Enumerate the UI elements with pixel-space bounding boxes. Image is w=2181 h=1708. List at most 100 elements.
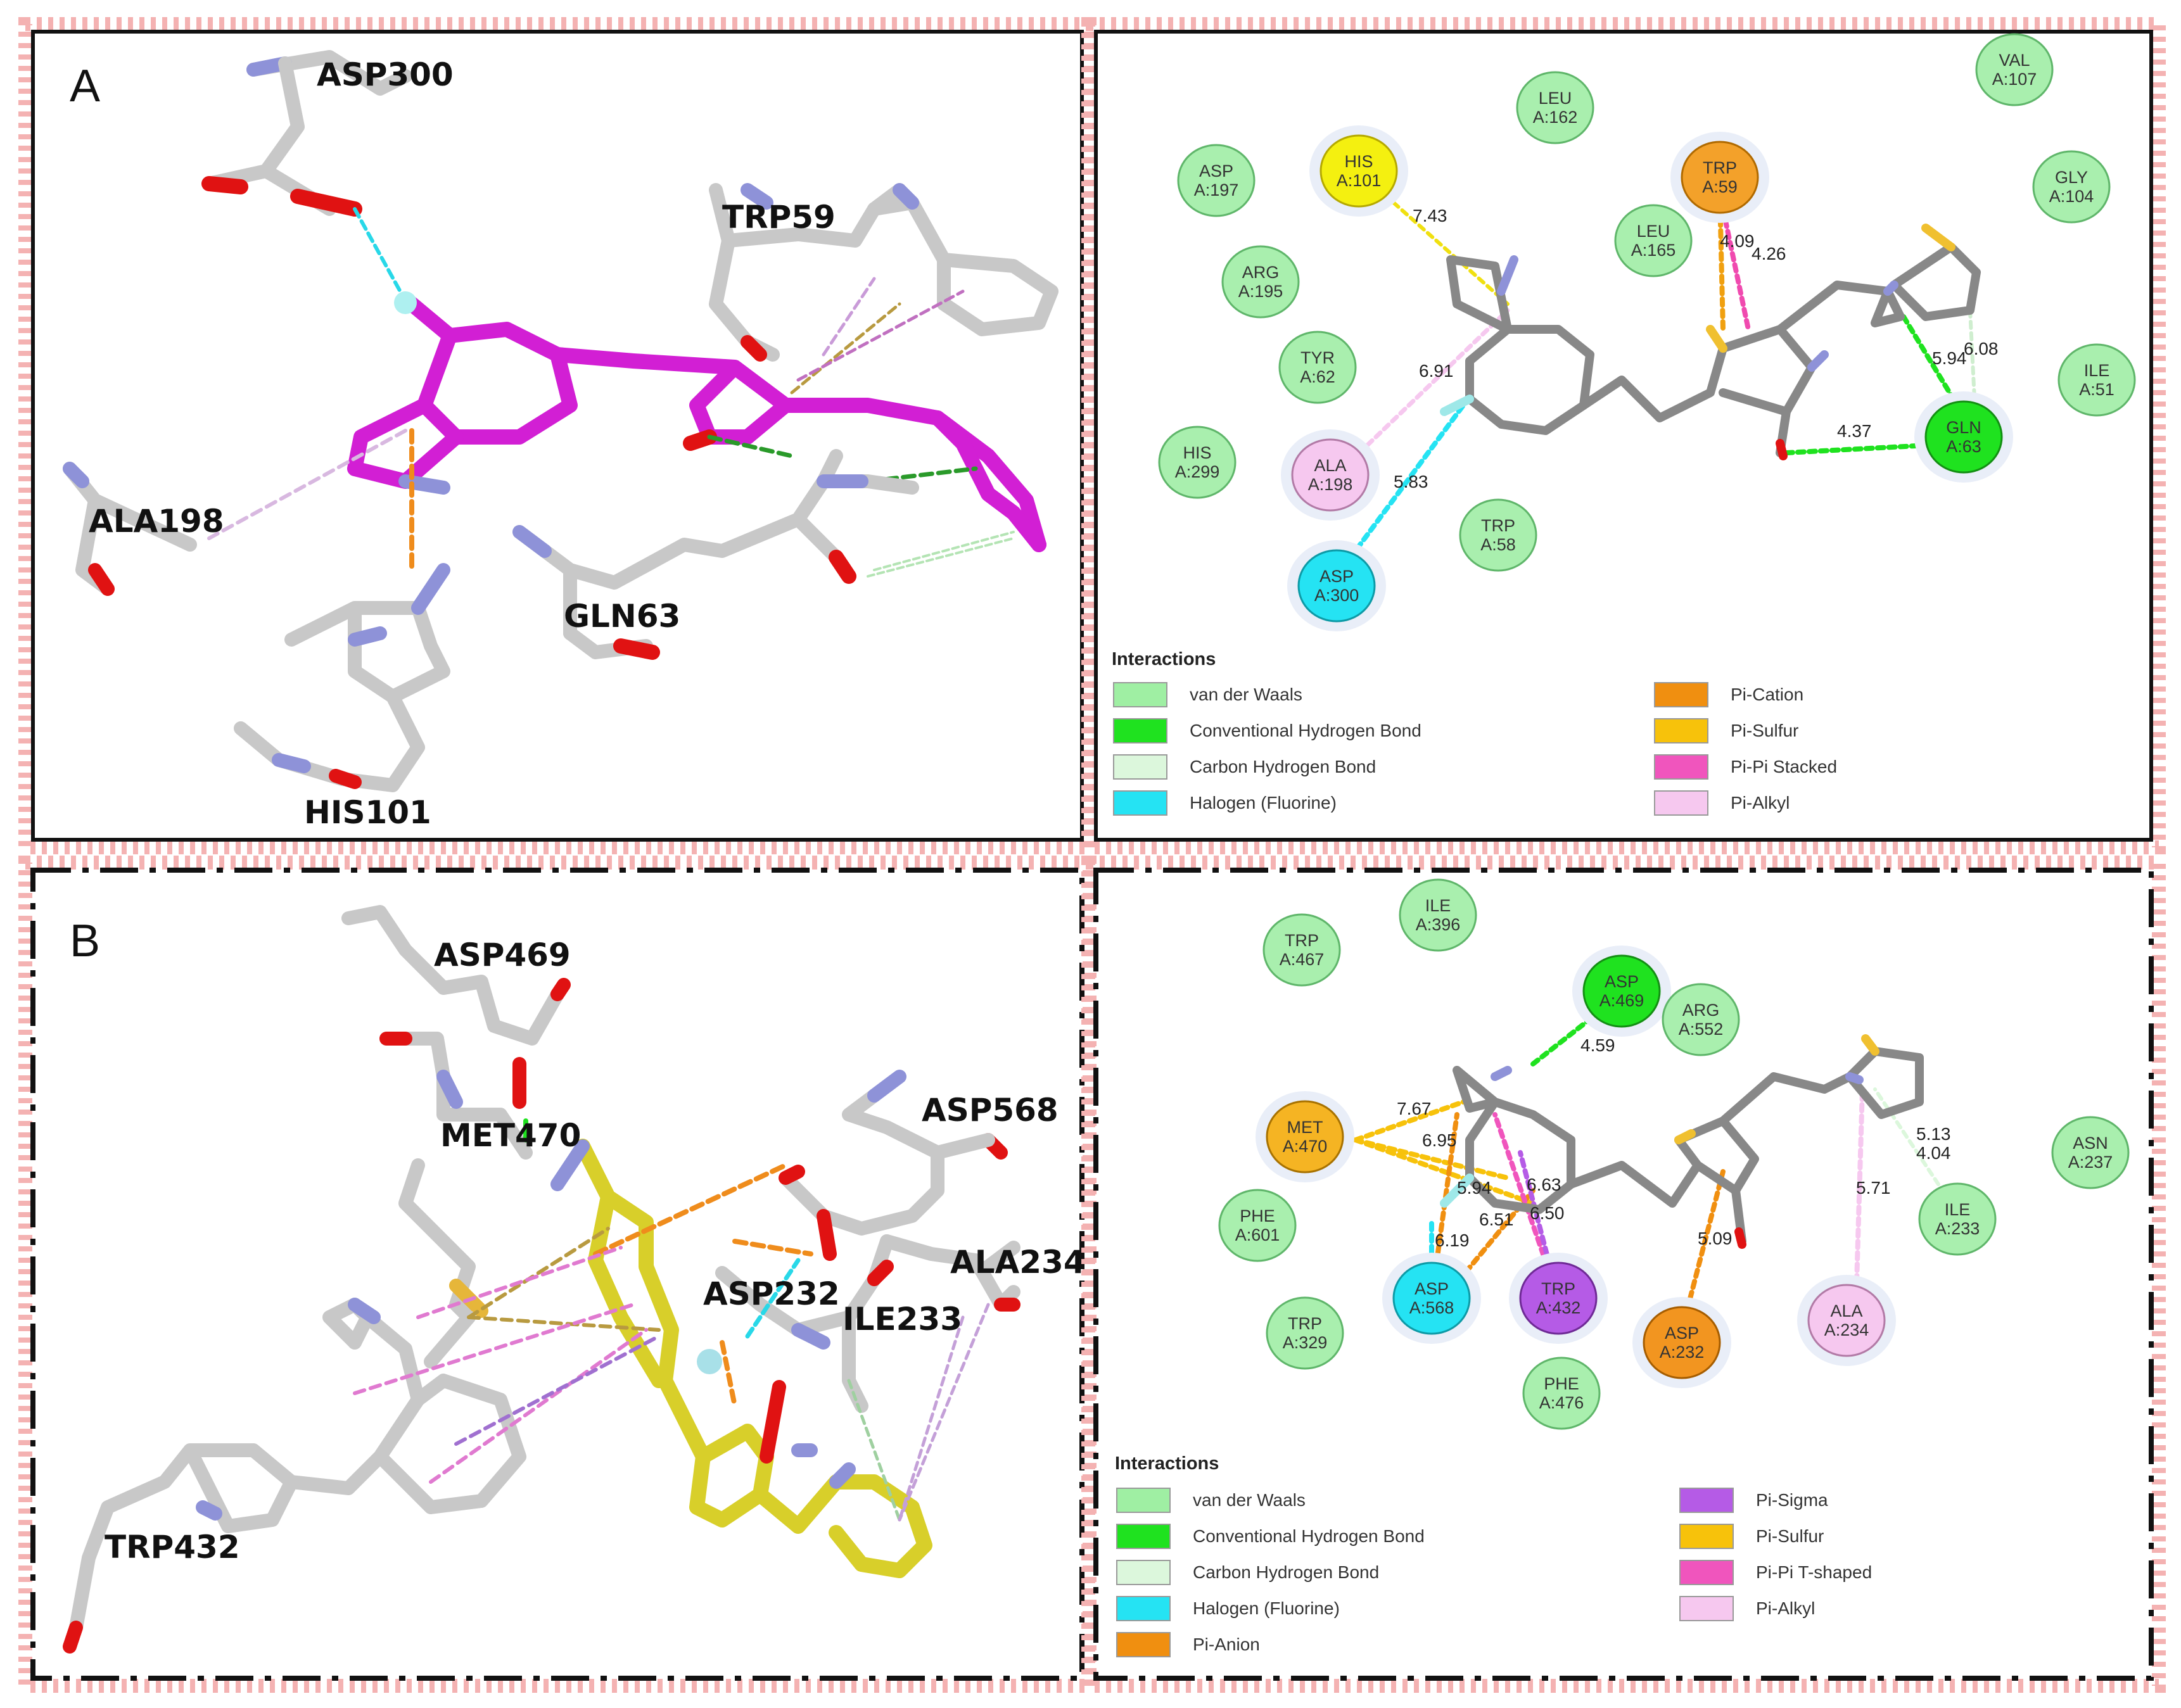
residue-disc [2032, 150, 2111, 224]
residue-label-3d: MET470 [440, 1117, 581, 1154]
residue-disc [1582, 954, 1661, 1028]
legend-swatch [1654, 718, 1708, 743]
residue-name: LEU [1539, 89, 1572, 108]
residue-disc [1177, 144, 1256, 217]
distance-label: 5.71 [1856, 1178, 1891, 1198]
legend-label: Carbon Hydrogen Bond [1190, 757, 1376, 776]
residue-label-3d: ILE233 [843, 1301, 962, 1338]
residue-disc [1918, 1182, 1997, 1256]
residue-disc [1266, 1100, 1344, 1173]
residue-disc [1319, 134, 1398, 208]
residue-name: ASP [1319, 567, 1354, 586]
residue-name: ASP [1415, 1279, 1449, 1298]
legend-swatch [1116, 1488, 1171, 1513]
legend-swatch [1116, 1560, 1171, 1585]
residue-id: A:234 [1824, 1320, 1869, 1339]
legend-swatch [1116, 1632, 1171, 1657]
legend-swatch [1654, 682, 1708, 707]
residue-disc [1262, 913, 1341, 987]
residue-name: LEU [1637, 222, 1670, 241]
residue-label-3d: ASP469 [434, 937, 571, 973]
legend-swatch [1654, 754, 1708, 780]
residue-name: ASP [1665, 1324, 1699, 1343]
legend-swatch [1113, 790, 1167, 816]
residue-disc [1278, 331, 1357, 404]
residue-id: A:329 [1283, 1333, 1328, 1352]
distance-label: 4.26 [1752, 244, 1786, 263]
residue-disc [1516, 71, 1594, 144]
residue-label-3d: ALA198 [89, 503, 224, 540]
residue-label-3d: ASP232 [703, 1275, 840, 1312]
legend-swatch [1116, 1524, 1171, 1549]
legend-label: Pi-Alkyl [1756, 1598, 1815, 1618]
legend-label: Pi-Cation [1731, 685, 1803, 704]
residue-id: A:300 [1314, 586, 1359, 605]
residue-name: TRP [1541, 1279, 1575, 1298]
residue-id: A:299 [1175, 462, 1220, 481]
residue-id: A:568 [1409, 1298, 1454, 1317]
legend-swatch [1679, 1524, 1734, 1549]
distance-label: 5.13 [1916, 1124, 1951, 1144]
legend-label: Conventional Hydrogen Bond [1190, 721, 1421, 740]
residue-id: A:552 [1679, 1020, 1724, 1039]
residue-label-3d: GLN63 [564, 598, 680, 635]
residue-disc [1399, 878, 1477, 952]
residue-disc [1975, 33, 2054, 106]
residue-label-3d: HIS101 [304, 794, 431, 831]
residue-name: MET [1287, 1118, 1323, 1137]
residue-name: HIS [1344, 152, 1373, 171]
residue-name: VAL [1999, 51, 2030, 70]
residue-id: A:63 [1946, 437, 1981, 456]
residue-name: TRP [1481, 516, 1515, 535]
residue-id: A:51 [2079, 380, 2114, 399]
residue-name: TRP [1288, 1314, 1322, 1333]
legend-label: Conventional Hydrogen Bond [1193, 1526, 1425, 1546]
distance-label: 6.51 [1479, 1210, 1514, 1229]
residue-disc [1519, 1262, 1598, 1335]
residue-label-3d: ASP300 [317, 56, 454, 93]
residue-name: TYR [1300, 348, 1335, 367]
residue-name: ARG [1682, 1001, 1720, 1020]
residue-disc [1297, 549, 1376, 623]
panel-b-3d-view [63, 905, 1021, 1654]
residue-disc [1158, 426, 1237, 499]
legend-swatch [1679, 1560, 1734, 1585]
residue-id: A:476 [1539, 1393, 1584, 1412]
residue-name: ASP [1199, 161, 1233, 180]
legend-label: Pi-Sulfur [1731, 721, 1798, 740]
residue-disc [1807, 1284, 1886, 1357]
distance-label: 5.09 [1698, 1229, 1733, 1248]
distance-label: 6.95 [1422, 1130, 1457, 1150]
residue-disc [1924, 400, 2003, 474]
residue-disc [1266, 1296, 1344, 1370]
legend-swatch [1116, 1596, 1171, 1621]
residue-label-3d: ASP568 [922, 1092, 1059, 1129]
residue-disc [1218, 1189, 1297, 1262]
distance-label: 5.94 [1932, 348, 1967, 368]
distance-label: 6.50 [1530, 1203, 1565, 1223]
residue-label-3d: ALA234 [950, 1244, 1086, 1281]
legend-swatch [1113, 682, 1167, 707]
residue-id: A:107 [1992, 70, 2037, 89]
legend-label: Pi-Sulfur [1756, 1526, 1824, 1546]
legend-label: Carbon Hydrogen Bond [1193, 1562, 1379, 1582]
distance-label: 5.94 [1457, 1178, 1492, 1198]
